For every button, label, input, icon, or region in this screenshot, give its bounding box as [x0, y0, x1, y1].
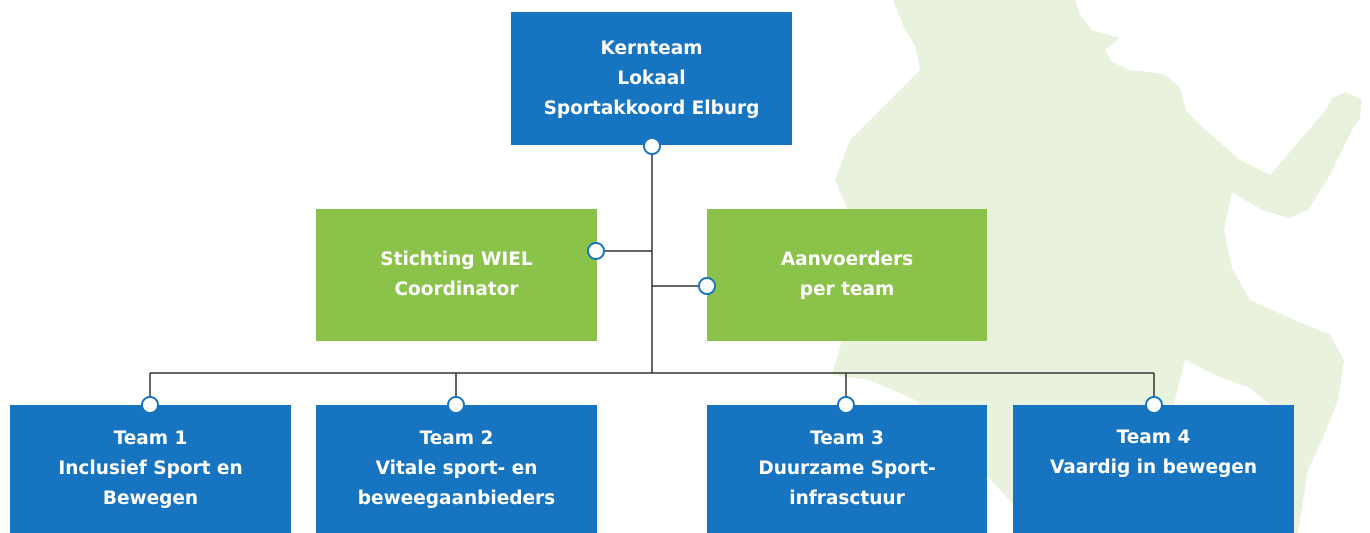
- team-3-label-line-2: Duurzame Sport-: [758, 458, 936, 479]
- captains-box: Aanvoerders per team: [707, 209, 987, 341]
- coordinator-box: Stichting WIEL Coordinator: [316, 209, 597, 341]
- team-2-label-line-2: Vitale sport- en: [375, 458, 538, 479]
- team-1-label-line-1: Team 1: [113, 428, 188, 449]
- core-team-label-line-2: Lokaal: [617, 67, 686, 89]
- core-team-label-line-1: Kernteam: [600, 37, 703, 59]
- coordinator-label-line-2: Coordinator: [394, 279, 519, 300]
- team-3-label-line-1: Team 3: [810, 428, 884, 449]
- team-2-label-line-3: beweegaanbieders: [357, 488, 556, 509]
- connector-dot-captains: [698, 277, 716, 295]
- captains-label-line-1: Aanvoerders: [780, 249, 914, 270]
- core-team-box: Kernteam Lokaal Sportakkoord Elburg: [511, 12, 792, 145]
- team-4-box: Team 4 Vaardig in bewegen: [1013, 405, 1294, 533]
- team-1-label-line-2: Inclusief Sport en: [58, 458, 243, 479]
- connector-dot-team-1: [141, 396, 159, 414]
- team-3-label-line-3: infrasctuur: [789, 488, 905, 509]
- team-2-label-line-1: Team 2: [419, 428, 494, 449]
- captains-label-line-2: per team: [799, 279, 895, 300]
- core-team-label-line-3: Sportakkoord Elburg: [543, 97, 760, 119]
- team-3-box: Team 3 Duurzame Sport- infrasctuur: [707, 405, 987, 533]
- team-4-label-line-2: Vaardig in bewegen: [1049, 457, 1257, 478]
- team-4-label-line-1: Team 4: [1116, 427, 1191, 448]
- connector-dot-team-4: [1145, 396, 1163, 414]
- connector-dot-coordinator: [587, 242, 605, 260]
- connector-dot-team-3: [837, 396, 855, 414]
- team-1-box: Team 1 Inclusief Sport en Bewegen: [10, 405, 291, 533]
- team-1-label-line-3: Bewegen: [102, 488, 199, 509]
- connector-dot-core: [643, 137, 661, 155]
- coordinator-label-line-1: Stichting WIEL: [380, 249, 533, 270]
- team-2-box: Team 2 Vitale sport- en beweegaanbieders: [316, 405, 597, 533]
- connector-dot-team-2: [447, 396, 465, 414]
